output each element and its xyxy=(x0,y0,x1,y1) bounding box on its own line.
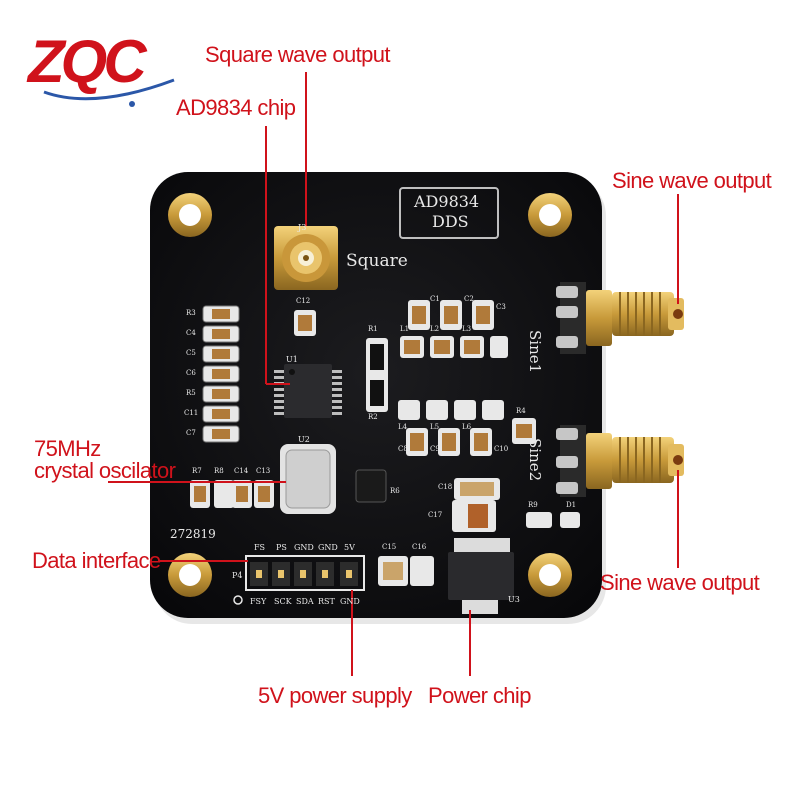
r6-array xyxy=(355,469,387,503)
pin-bottom-3: RST xyxy=(318,597,335,606)
sine2-sma-connector xyxy=(556,425,684,497)
pin-bottom-0: FSY xyxy=(250,597,267,606)
pin-top-4: 5V xyxy=(344,543,355,552)
chip-refdes: U1 xyxy=(286,355,298,364)
refdes-r2: R2 xyxy=(368,413,378,421)
square-sma-connector xyxy=(274,226,338,290)
label-power-chip: Power chip xyxy=(428,683,531,708)
refdes-c18: C18 xyxy=(438,483,453,491)
title-box xyxy=(399,187,499,239)
label-crystal-oscillator: crystal oscilator xyxy=(34,458,176,483)
refdes-c9: C9 xyxy=(430,445,440,453)
refdes-l6: L6 xyxy=(462,423,472,431)
refdes-c17: C17 xyxy=(428,511,443,519)
brand-logo: ZQC xyxy=(26,28,175,107)
r9-resistor xyxy=(526,512,552,528)
square-silk-label: Square xyxy=(346,251,408,271)
mounting-hole-tl xyxy=(168,193,212,237)
sine1-silk-label: Sine1 xyxy=(526,330,544,374)
refdes-left-4: R5 xyxy=(186,389,196,397)
label-ad9834-chip: AD9834 chip xyxy=(176,95,296,120)
refdes-l1: L1 xyxy=(400,325,410,333)
label-data-interface: Data interface xyxy=(32,548,161,573)
refdes-c12: C12 xyxy=(296,297,311,305)
refdes-r4: R4 xyxy=(516,407,526,415)
c16-capacitor xyxy=(410,556,434,586)
mounting-hole-br xyxy=(528,553,572,597)
header-refdes: P4 xyxy=(232,571,243,580)
refdes-r9: R9 xyxy=(528,501,538,509)
refdes-c1: C1 xyxy=(430,295,440,303)
refdes-c3: C3 xyxy=(496,303,506,311)
refdes-c13: C13 xyxy=(256,467,271,475)
refdes-c14: C14 xyxy=(234,467,249,475)
pin-bottom-2: SDA xyxy=(296,597,314,606)
refdes-l4: L4 xyxy=(398,423,408,431)
d1-diode xyxy=(560,512,580,528)
label-crystal-freq: 75MHz xyxy=(34,436,101,461)
refdes-left-3: C6 xyxy=(186,369,196,377)
pin-top-0: FS xyxy=(254,543,266,552)
brand-logo-text: ZQC xyxy=(26,28,148,95)
refdes-c15: C15 xyxy=(382,543,397,551)
refdes-r8: R8 xyxy=(214,467,224,475)
label-sine-wave-output-bottom: Sine wave output xyxy=(600,570,760,595)
refdes-c2: C2 xyxy=(464,295,474,303)
sine2-silk-label: Sine2 xyxy=(526,438,544,482)
osc-refdes: U2 xyxy=(298,435,310,444)
serial-number: 272819 xyxy=(170,527,216,541)
refdes-left-6: C7 xyxy=(186,429,196,437)
mounting-hole-tr xyxy=(528,193,572,237)
refdes-left-5: C11 xyxy=(184,409,199,417)
refdes-l2: L2 xyxy=(430,325,440,333)
pin-bottom-1: SCK xyxy=(274,597,292,606)
refdes-c10: C10 xyxy=(494,445,509,453)
board-title-line2: DDS xyxy=(432,212,469,231)
reg-refdes: U3 xyxy=(508,595,520,604)
refdes-left-1: C4 xyxy=(186,329,196,337)
refdes-l3: L3 xyxy=(462,325,472,333)
refdes-r7: R7 xyxy=(192,467,202,475)
crystal-oscillator xyxy=(280,444,336,514)
pin-top-1: PS xyxy=(276,543,287,552)
sma-refdes: J3 xyxy=(298,223,307,232)
refdes-c8: C8 xyxy=(398,445,408,453)
left-passive-column xyxy=(202,305,240,443)
mounting-hole-bl xyxy=(168,553,212,597)
pin-bottom-4: GND xyxy=(340,597,360,606)
label-square-wave-output: Square wave output xyxy=(205,42,390,67)
refdes-left-2: C5 xyxy=(186,349,196,357)
board-title-line1: AD9834 xyxy=(414,192,480,211)
label-sine-wave-output-top: Sine wave output xyxy=(612,168,772,193)
refdes-r6: R6 xyxy=(390,487,400,495)
sine1-sma-connector xyxy=(556,282,684,354)
refdes-r1: R1 xyxy=(368,325,378,333)
pin-top-3: GND xyxy=(318,543,338,552)
refdes-l5: L5 xyxy=(430,423,440,431)
pin-top-2: GND xyxy=(294,543,314,552)
ad9834-chip xyxy=(274,364,342,418)
refdes-c16: C16 xyxy=(412,543,427,551)
callout-lines xyxy=(108,72,679,676)
refdes-d1: D1 xyxy=(566,501,577,509)
pin-header xyxy=(233,555,365,605)
label-5v-power-supply: 5V power supply xyxy=(258,683,412,708)
refdes-left-0: R3 xyxy=(186,309,196,317)
